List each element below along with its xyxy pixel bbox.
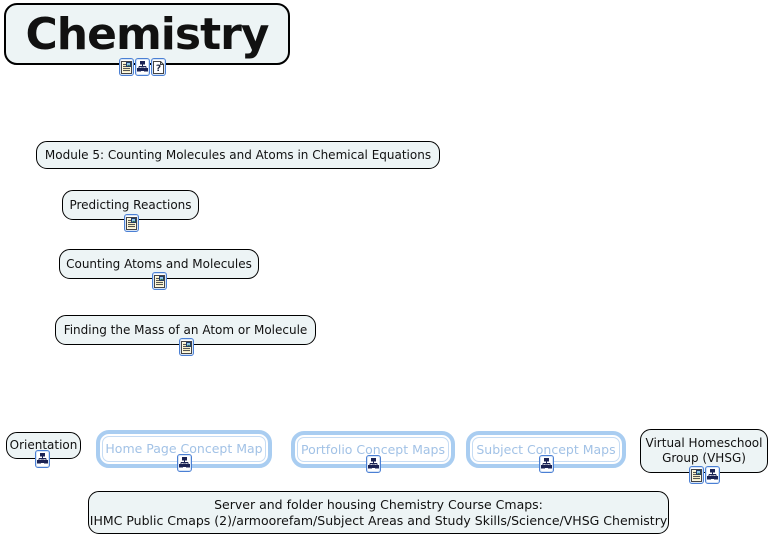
node-server-info[interactable]: Server and folder housing Chemistry Cour… [88,491,669,534]
orientation-resource-icons [35,450,50,468]
node-orientation-label: Orientation [9,438,78,452]
document-image-icon[interactable] [689,466,704,484]
node-subject-label: Subject Concept Maps [476,441,616,457]
node-home-page-label: Home Page Concept Map [105,441,263,457]
node-module5[interactable]: Module 5: Counting Molecules and Atoms i… [36,141,440,169]
node-chemistry-label: Chemistry [25,8,270,60]
node-vhsg-label: Virtual Homeschool Group (VHSG) [645,436,763,465]
predicting-resource-icons [124,214,139,232]
node-vhsg[interactable]: Virtual Homeschool Group (VHSG) [640,429,768,473]
node-counting-atoms-label: Counting Atoms and Molecules [66,256,252,271]
vhsg-resource-icons [689,466,720,484]
node-finding-mass-label: Finding the Mass of an Atom or Molecule [63,322,308,337]
server-info-line1: Server and folder housing Chemistry Cour… [214,496,543,512]
counting-resource-icons [152,272,167,290]
concept-map-icon[interactable] [366,455,381,473]
chemistry-resource-icons: ? [119,58,166,76]
node-portfolio-label: Portfolio Concept Maps [301,441,445,457]
document-image-icon[interactable] [179,338,194,356]
document-image-icon[interactable] [124,214,139,232]
node-predicting-reactions-label: Predicting Reactions [69,197,192,212]
concept-map-icon[interactable] [35,450,50,468]
concept-map-icon[interactable] [177,454,192,472]
subject-resource-icons [539,455,554,473]
svg-text:?: ? [156,64,161,74]
concept-map-icon[interactable] [539,455,554,473]
document-image-icon[interactable] [152,272,167,290]
node-chemistry[interactable]: Chemistry [4,3,290,65]
home-page-resource-icons [177,454,192,472]
finding-resource-icons [179,338,194,356]
server-info-line2: IHMC Public Cmaps (2)/armoorefam/Subject… [89,512,668,528]
concept-map-icon[interactable] [135,58,150,76]
concept-map-icon[interactable] [705,466,720,484]
question-icon[interactable]: ? [151,58,166,76]
node-module5-label: Module 5: Counting Molecules and Atoms i… [44,147,432,162]
portfolio-resource-icons [366,455,381,473]
document-image-icon[interactable] [119,58,134,76]
